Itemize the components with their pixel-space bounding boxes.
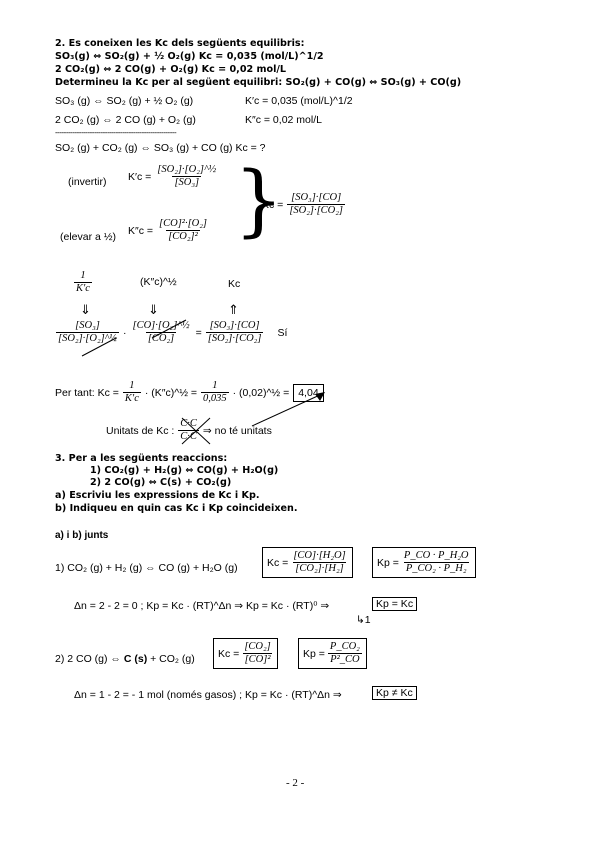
arrow-down-1-icon: ⇓ <box>80 302 91 317</box>
s2-reaction-solid: C (s) <box>123 653 148 665</box>
given-reaction-2: 2 CO₂ (g) ⇔ 2 CO (g) + O₂ (g) <box>55 114 196 126</box>
kc1-expression: K′c = [SO₂]·[O₂]^½ [SO₃] <box>128 164 218 189</box>
target-reaction: SO₂ (g) + CO₂ (g) ⇔ SO₃ (g) + CO (g) Kc … <box>55 142 266 154</box>
q2-equilibrium-2: 2 CO₂(g) ⇔ 2 CO(g) + O₂(g) Kc = 0,02 mol… <box>55 64 287 75</box>
kc-expression: Kc = [SO₃]·[CO] [SO₂]·[CO₂] <box>262 192 346 217</box>
per-tant-end: · (0,02)^½ = <box>232 386 290 399</box>
s2-kp-box: Kp = P_CO₂ P²_CO <box>298 638 367 670</box>
s1-result-box: Kp = Kc <box>372 597 418 611</box>
kc-denominator: [SO₂]·[CO₂] <box>287 204 346 217</box>
si-check: Sí <box>277 326 288 339</box>
per-tant-label: Per tant: Kc = <box>55 386 119 399</box>
q3-reaction-2: 2) 2 CO(g) ⇔ C(s) + CO₂(g) <box>90 477 232 488</box>
s2-reaction: 2) 2 CO (g) ⇔ C (s) + CO₂ (g) <box>55 653 195 665</box>
s2-kc-den: [CO]² <box>242 653 273 666</box>
q3-subheading: a) i b) junts <box>55 530 109 541</box>
per-tant-frac-2: 1 0,035 <box>201 380 229 405</box>
product-frac-2-den: [CO₂] <box>145 332 177 345</box>
s1-reaction: 1) CO₂ (g) + H₂ (g) ⇔ CO (g) + H₂O (g) <box>55 562 238 574</box>
term-k2-power: (K″c)^½ <box>140 276 177 288</box>
q2-heading: 2. Es coneixen les Kc dels següents equi… <box>55 38 305 49</box>
kc2-numerator: [CO]²·[O₂] <box>159 218 207 229</box>
s1-kc-box: Kc = [CO]·[H₂O] [CO₂]·[H₂] <box>262 547 353 579</box>
q3-part-a: a) Escriviu les expressions de Kc i Kp. <box>55 490 260 501</box>
product-frac-1-den: [SO₂]·[O₂]^½ <box>56 332 119 345</box>
product-frac-2: [CO]·[O₂]^½ [CO₂] <box>131 320 192 345</box>
kc-label: Kc = <box>262 198 284 211</box>
right-brace-icon: } <box>234 156 284 246</box>
s1-kc-label: Kc = <box>267 556 289 569</box>
per-tant-frac-2-den: 0,035 <box>201 392 229 405</box>
s1-kp-den: P_CO₂ · P_H₂ <box>403 562 469 575</box>
product-frac-1-num: [SO₃] <box>75 320 100 331</box>
product-frac-3-den: [SO₂]·[CO₂] <box>205 332 264 345</box>
product-equals: = <box>195 326 202 339</box>
given-k-2: K″c = 0,02 mol/L <box>245 114 322 126</box>
per-tant-frac-1-den: K′c <box>122 392 141 405</box>
s2-kp-den: P²_CO <box>328 653 362 666</box>
kc2-label: K″c = <box>128 224 154 237</box>
s1-kp-label: Kp = <box>377 556 399 569</box>
s2-result-box: Kp ≠ Kc <box>372 686 417 700</box>
kc1-denominator: [SO₃] <box>172 176 202 189</box>
product-dot: · <box>123 326 127 339</box>
product-frac-1: [SO₃] [SO₂]·[O₂]^½ <box>56 320 119 345</box>
s1-kp-box: Kp = P_CO · P_H₂O P_CO₂ · P_H₂ <box>372 547 476 579</box>
product-frac-2-num: [CO]·[O₂]^½ <box>132 320 190 331</box>
product-frac-3-num: [SO₃]·[CO] <box>209 320 260 331</box>
unitats-strike-icon <box>181 417 211 445</box>
arrow-to-result-icon <box>251 392 325 427</box>
label-elevar: (elevar a ½) <box>60 231 117 243</box>
q3-reaction-1: 1) CO₂(g) + H₂(g) ⇔ CO(g) + H₂O(g) <box>90 465 279 476</box>
per-tant-row: Per tant: Kc = 1 K′c · (K″c)^½ = 1 0,035… <box>55 380 324 405</box>
q2-question: Determineu la Kc per al següent equilibr… <box>55 77 462 88</box>
q2-equilibrium-1: SO₃(g) ⇔ SO₂(g) + ½ O₂(g) Kc = 0,035 (mo… <box>55 51 324 62</box>
kc1-label: K′c = <box>128 170 152 183</box>
arrow-down-2-icon: ⇓ <box>148 302 159 317</box>
s2-kp-num: P_CO₂ <box>329 641 360 652</box>
term-inverse-num: 1 <box>80 270 86 281</box>
per-tant-frac-2-num: 1 <box>212 380 218 391</box>
s1-kc-den: [CO₂]·[H₂] <box>293 562 346 575</box>
s2-reaction-left: 2) 2 CO (g) ⇔ <box>55 653 124 665</box>
kc2-expression: K″c = [CO]²·[O₂] [CO₂]² <box>128 218 209 243</box>
q3-part-b: b) Indiqueu en quin cas Kc i Kp coincide… <box>55 503 298 514</box>
unitats-frac-den: C·C <box>178 430 199 443</box>
s2-kc-num: [CO₂] <box>244 641 271 652</box>
term-kc: Kc <box>228 278 241 290</box>
s1-kp-num: P_CO · P_H₂O <box>403 550 469 561</box>
per-tant-frac-1: 1 K′c <box>122 380 141 405</box>
term-inverse-den: K′c <box>74 282 92 295</box>
s2-reaction-right: + CO₂ (g) <box>147 653 195 665</box>
given-k-1: K′c = 0,035 (mol/L)^1/2 <box>245 95 353 107</box>
unitats-end: ⇒ no té unitats <box>202 424 272 437</box>
cancel-strike-2 <box>151 319 187 339</box>
s2-kp-label: Kp = <box>303 647 325 660</box>
s2-kc-label: Kc = <box>218 647 240 660</box>
s1-delta-n: Δn = 2 - 2 = 0 ; Kp = Kc · (RT)^Δn ⇒ Kp … <box>74 600 330 612</box>
per-tant-frac-1-num: 1 <box>129 380 135 391</box>
per-tant-middle: · (K″c)^½ = <box>144 386 198 399</box>
arrow-up-icon: ⇑ <box>228 302 239 317</box>
q3-heading: 3. Per a les següents reaccions: <box>55 453 228 464</box>
s1-exponent-one: ↳1 <box>356 614 371 626</box>
s1-kc-num: [CO]·[H₂O] <box>293 550 346 561</box>
label-invertir: (invertir) <box>68 176 107 188</box>
kc2-denominator: [CO₂]² <box>166 230 200 243</box>
dash-separator: ----------------------------------------… <box>55 128 177 137</box>
kc-numerator: [SO₃]·[CO] <box>291 192 342 203</box>
s2-delta-n: Δn = 1 - 2 = - 1 mol (només gasos) ; Kp … <box>74 689 342 701</box>
s2-kc-box: Kc = [CO₂] [CO]² <box>213 638 278 670</box>
kc1-numerator: [SO₂]·[O₂]^½ <box>157 164 217 175</box>
product-row: [SO₃] [SO₂]·[O₂]^½ · [CO]·[O₂]^½ [CO₂] =… <box>56 320 287 345</box>
term-inverse-k1: 1 K′c <box>74 270 92 295</box>
given-reaction-1: SO₃ (g) ⇔ SO₂ (g) + ½ O₂ (g) <box>55 95 194 107</box>
unitats-label: Unitats de Kc : <box>106 424 175 437</box>
cancel-strike-1 <box>81 337 117 357</box>
product-frac-3: [SO₃]·[CO] [SO₂]·[CO₂] <box>205 320 264 345</box>
page-number: - 2 - <box>286 777 305 789</box>
